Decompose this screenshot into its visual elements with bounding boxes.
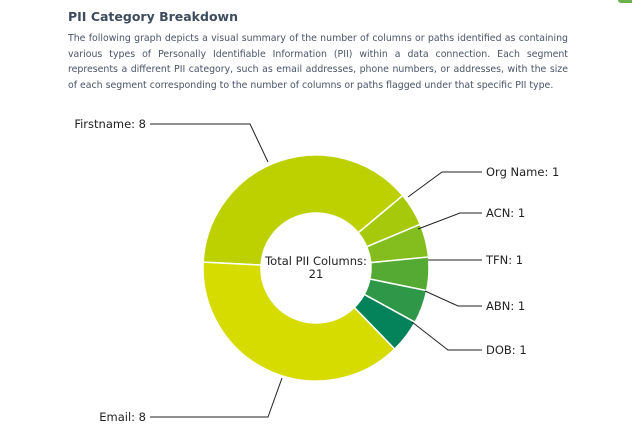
leader-line-firstname [150, 123, 269, 163]
slice-label-abn: ABN: 1 [486, 299, 525, 313]
slice-email[interactable] [202, 261, 396, 382]
slice-labels: Firstname: 8 Org Name: 1 ACN: 1 TFN: 1 ABN: … [74, 117, 559, 424]
slice-label-org-name: Org Name: 1 [486, 165, 559, 179]
slice-label-acn: ACN: 1 [486, 206, 525, 220]
leader-line-email [150, 377, 283, 418]
slice-label-firstname: Firstname: 8 [74, 117, 146, 131]
leader-line-dob [411, 321, 482, 351]
leader-line-acn [417, 212, 482, 230]
chart-description: The following graph depicts a visual sum… [68, 33, 568, 91]
label-leader-lines [150, 123, 482, 418]
corner-accent [618, 0, 632, 3]
leader-line-org-name [407, 171, 482, 198]
center-label: Total PII Columns: [264, 254, 367, 268]
leader-line-abn [424, 290, 482, 307]
page-title: PII Category Breakdown [68, 9, 238, 24]
slice-label-tfn: TFN: 1 [485, 253, 523, 267]
slice-firstname[interactable] [202, 154, 404, 266]
center-value: 21 [309, 267, 324, 281]
donut-slices [202, 154, 430, 382]
slice-label-dob: DOB: 1 [486, 343, 527, 357]
slice-label-email: Email: 8 [99, 410, 146, 424]
